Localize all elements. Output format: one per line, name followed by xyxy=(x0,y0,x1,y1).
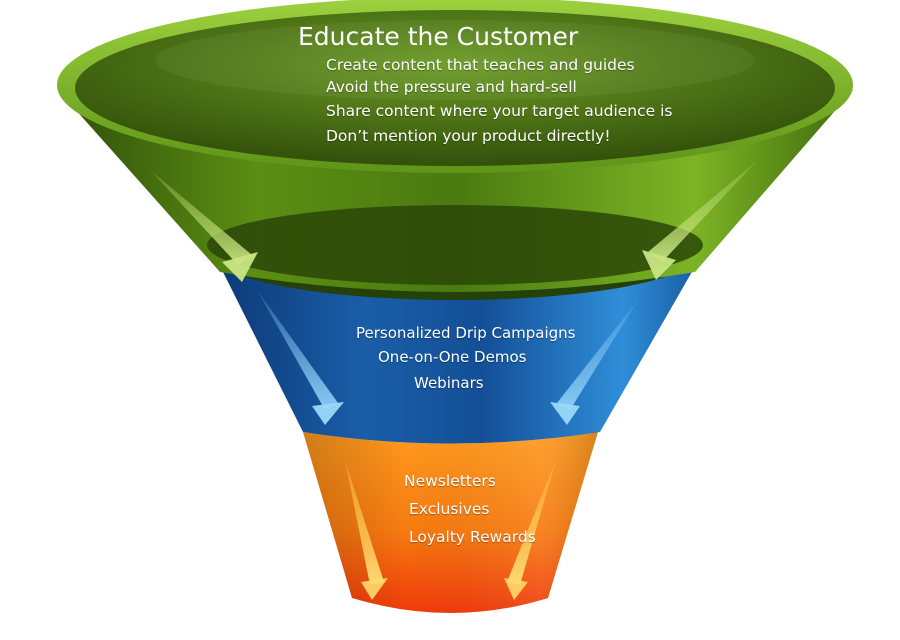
top-stage-item: Don’t mention your product directly! xyxy=(326,127,611,145)
bottom-stage-item: Loyalty Rewards xyxy=(409,528,536,546)
arrow-icon xyxy=(345,460,384,585)
top-stage-item: Avoid the pressure and hard-sell xyxy=(326,78,577,96)
middle-stage-item: Personalized Drip Campaigns xyxy=(356,324,576,342)
arrow-icon xyxy=(257,290,338,410)
arrow-icon xyxy=(507,460,556,585)
funnel-top-section xyxy=(57,0,853,292)
arrow-icon xyxy=(557,300,638,410)
bottom-stage-item: Newsletters xyxy=(404,472,496,490)
top-stage-item: Create content that teaches and guides xyxy=(326,56,635,74)
arrow-icon xyxy=(150,170,252,265)
top-stage-item: Share content where your target audience… xyxy=(326,102,673,120)
arrow-icon xyxy=(648,160,758,262)
stage-title: Educate the Customer xyxy=(298,22,579,51)
middle-stage-item: Webinars xyxy=(414,374,484,392)
middle-stage-item: One-on-One Demos xyxy=(378,348,527,366)
bottom-stage-item: Exclusives xyxy=(409,500,490,518)
